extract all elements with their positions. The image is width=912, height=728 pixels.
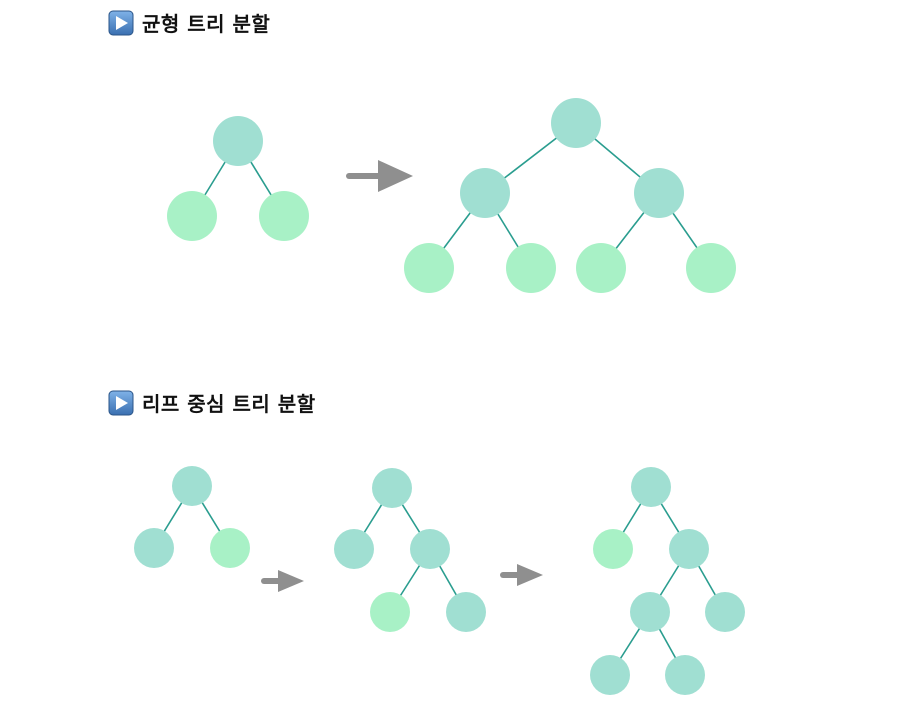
split-arrow: [261, 570, 304, 592]
balanced-tree-before: [167, 116, 309, 241]
leaf-node: [506, 243, 556, 293]
leaf-node: [167, 191, 217, 241]
internal-node: [634, 168, 684, 218]
leaf-centric-tree-step-2: [334, 468, 486, 632]
internal-node: [630, 592, 670, 632]
internal-node: [372, 468, 412, 508]
internal-node: [172, 466, 212, 506]
play-icon: [108, 390, 134, 416]
leaf-node: [404, 243, 454, 293]
internal-node: [334, 529, 374, 569]
internal-node: [446, 592, 486, 632]
play-icon: [108, 10, 134, 36]
split-arrow: [500, 564, 543, 586]
internal-node: [410, 529, 450, 569]
leaf-node: [593, 529, 633, 569]
internal-node: [551, 98, 601, 148]
leaf-node: [576, 243, 626, 293]
section-title-leaf-centric: 리프 중심 트리 분할: [108, 388, 316, 417]
internal-node: [631, 467, 671, 507]
balanced-tree-after: [404, 98, 736, 293]
internal-node: [213, 116, 263, 166]
section-title-text: 리프 중심 트리 분할: [142, 392, 316, 416]
leaf-node: [686, 243, 736, 293]
internal-node: [669, 529, 709, 569]
internal-node: [590, 655, 630, 695]
leaf-node: [370, 592, 410, 632]
leaf-centric-tree-step-3: [590, 467, 745, 695]
internal-node: [134, 528, 174, 568]
leaf-node: [259, 191, 309, 241]
internal-node: [665, 655, 705, 695]
leaf-node: [210, 528, 250, 568]
internal-node: [705, 592, 745, 632]
leaf-centric-tree-step-1: [134, 466, 250, 568]
split-arrow: [346, 160, 413, 192]
section-title-text: 균형 트리 분할: [142, 12, 271, 36]
internal-node: [460, 168, 510, 218]
section-title-balanced: 균형 트리 분할: [108, 8, 270, 37]
